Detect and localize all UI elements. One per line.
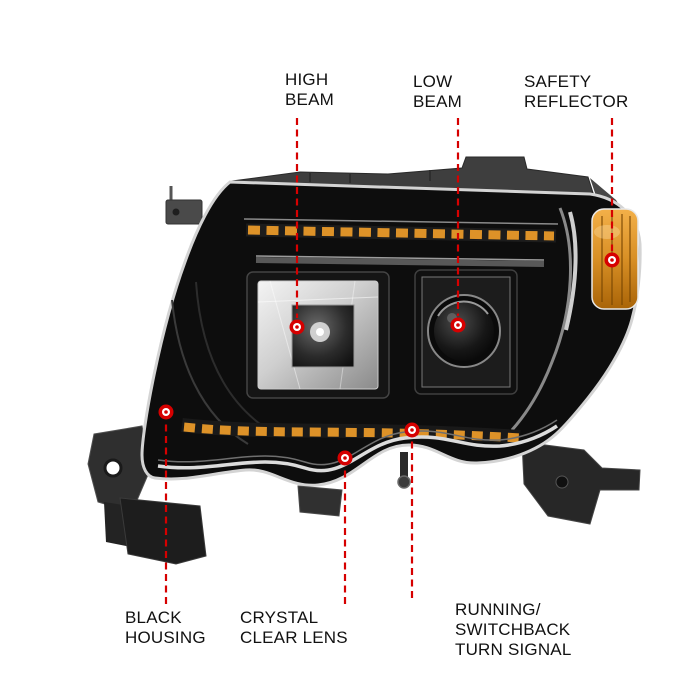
callout-markers bbox=[158, 252, 620, 466]
light-bar-tube bbox=[255, 211, 578, 331]
low-beam-projector bbox=[414, 269, 518, 395]
label-high-beam: HIGH BEAM bbox=[285, 70, 334, 110]
marker-safety-reflector bbox=[604, 252, 620, 268]
label-low-beam: LOW BEAM bbox=[413, 72, 462, 112]
clear-lens-edge bbox=[157, 419, 558, 473]
top-left-bracket bbox=[165, 186, 203, 225]
marker-low-beam bbox=[450, 317, 466, 333]
label-black-housing: BLACK HOUSING bbox=[125, 608, 206, 648]
label-crystal-clear-lens: CRYSTAL CLEAR LENS bbox=[240, 608, 348, 648]
marker-running-turn-signal bbox=[404, 422, 420, 438]
marker-high-beam bbox=[289, 319, 305, 335]
top-led-strip bbox=[243, 218, 559, 243]
right-bracket bbox=[521, 441, 641, 525]
high-beam-reflector bbox=[246, 271, 390, 399]
bottom-left-bracket bbox=[119, 497, 207, 565]
mounting-brackets bbox=[87, 186, 641, 565]
leader-lines bbox=[164, 118, 614, 604]
housing-interior bbox=[157, 207, 639, 473]
marker-crystal-clear-lens bbox=[337, 450, 353, 466]
label-safety-reflector: SAFETY REFLECTOR bbox=[524, 72, 629, 112]
left-bracket bbox=[87, 425, 151, 548]
marker-black-housing bbox=[158, 404, 174, 420]
label-running-switchback-turn-signal: RUNNING/ SWITCHBACK TURN SIGNAL bbox=[455, 600, 572, 660]
lower-hardware bbox=[297, 452, 411, 517]
